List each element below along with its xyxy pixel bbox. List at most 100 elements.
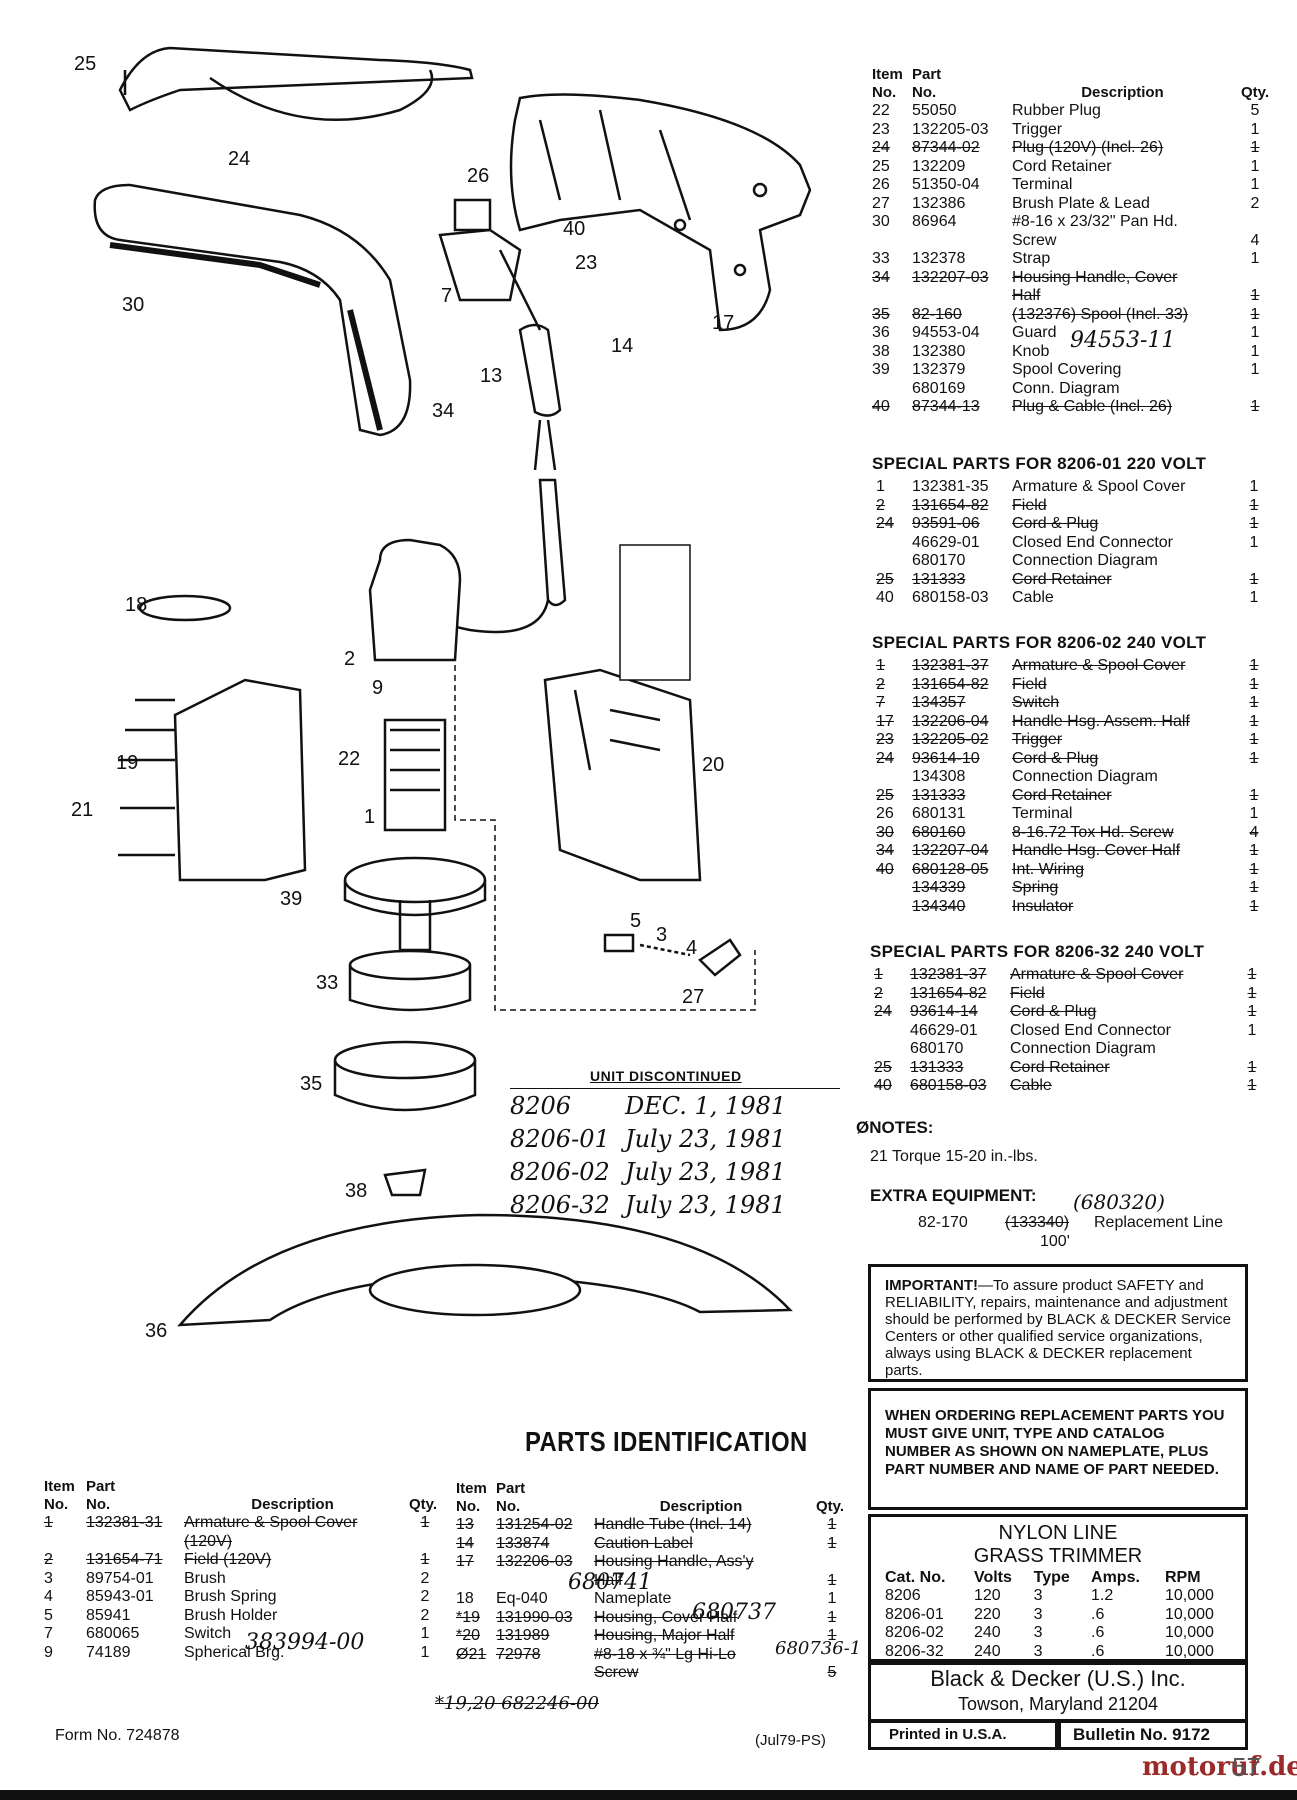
- callout-30: 30: [122, 294, 145, 316]
- item-no: 18: [456, 1590, 474, 1607]
- item-no: 5: [44, 1606, 53, 1624]
- part-no: [82, 1533, 180, 1552]
- product-cell: 8206-32: [885, 1642, 944, 1660]
- product-cell: 3: [1033, 1624, 1043, 1641]
- callout-23: 23: [575, 252, 598, 274]
- discontinued-date: July 23, 1981: [625, 1125, 786, 1153]
- form-number: Form No. 724878: [55, 1727, 180, 1744]
- quantity: 1: [1249, 675, 1259, 693]
- extra-part: 82-170: [918, 1214, 968, 1231]
- part-no: 89754-01: [86, 1569, 154, 1587]
- product-cell: 8206-02: [885, 1624, 944, 1641]
- callout-14: 14: [611, 335, 634, 357]
- callout-3: 3: [656, 924, 668, 946]
- section-title: SPECIAL PARTS FOR 8206-01 220 VOLT: [872, 454, 1207, 473]
- discontinued-date: DEC. 1, 1981: [625, 1092, 787, 1120]
- callout-2: 2: [344, 648, 356, 670]
- handle-handwritten: 680741: [568, 1570, 652, 1595]
- item-no: [870, 1022, 906, 1041]
- part-no: 680158-03: [910, 1077, 987, 1094]
- product-cell: 10,000: [1164, 1642, 1214, 1660]
- company-name: Black & Decker (U.S.) Inc.: [930, 1666, 1186, 1691]
- quantity: 1: [1249, 712, 1259, 730]
- quantity: 1: [1247, 984, 1257, 1002]
- callout-21: 21: [71, 799, 94, 821]
- quantity: 1: [827, 1627, 837, 1644]
- description: Plug & Cable (Incl. 26): [1012, 398, 1173, 415]
- part-no: 131654-82: [910, 984, 987, 1002]
- part-no: 132206-03: [496, 1553, 573, 1570]
- callout-25: 25: [74, 53, 97, 75]
- quantity: 1: [1247, 966, 1257, 983]
- item-no: 17: [876, 712, 894, 730]
- description: Cable: [1010, 1077, 1052, 1094]
- description: Handle Hsg. Assem. Half: [1012, 712, 1190, 730]
- quantity: [1236, 768, 1272, 787]
- quantity: 1: [1249, 496, 1259, 514]
- item-no: *19: [456, 1608, 481, 1626]
- part-no: 131654-71: [86, 1551, 163, 1568]
- product-col-header: Type: [1033, 1569, 1070, 1586]
- item-no: 36: [872, 324, 890, 341]
- discontinued-date: July 23, 1981: [625, 1191, 786, 1219]
- part-no: 85941: [86, 1606, 131, 1624]
- item-no: 40: [872, 398, 890, 415]
- part-no: 132379: [912, 361, 966, 378]
- part-no: 131333: [910, 1058, 964, 1076]
- item-no: [868, 287, 908, 306]
- quantity: 1: [827, 1571, 837, 1589]
- callout-35: 35: [300, 1073, 323, 1095]
- quantity: 1: [1247, 1003, 1257, 1020]
- item-no: 24: [876, 515, 894, 532]
- important-text: —To assure product SAFETY and RELIABILIT…: [885, 1277, 1231, 1379]
- item-no: 40: [876, 589, 894, 606]
- part-no: 86964: [912, 213, 957, 230]
- description: Cord Retainer: [1012, 157, 1112, 175]
- part-no: 680170: [912, 552, 966, 569]
- item-no: 25: [872, 157, 890, 175]
- description: Connection Diagram: [1010, 1040, 1156, 1057]
- callout-26: 26: [467, 165, 490, 187]
- item-no: [872, 552, 908, 571]
- part-no: 82-160: [912, 305, 962, 323]
- description: Brush Spring: [184, 1588, 277, 1605]
- callout-39: 39: [280, 888, 303, 910]
- quantity: 1: [1250, 120, 1260, 138]
- part-no: 133874: [496, 1534, 550, 1552]
- item-no: [872, 879, 908, 898]
- product-title1: NYLON LINE: [998, 1522, 1118, 1544]
- description: Spring: [1012, 879, 1059, 896]
- item-no: 39: [872, 361, 890, 378]
- quantity: 1: [1249, 749, 1259, 767]
- quantity: 1: [1249, 879, 1259, 896]
- quantity: [1236, 552, 1272, 571]
- description: Closed End Connector: [1012, 533, 1173, 551]
- part-no: 132381-37: [910, 966, 987, 983]
- item-no: [872, 534, 908, 553]
- description: Brush: [184, 1569, 226, 1587]
- quantity: 1: [1249, 478, 1259, 495]
- product-cell: 240: [973, 1642, 1001, 1660]
- discontinued-title: UNIT DISCONTINUED: [590, 1068, 742, 1084]
- quantity: 1: [1249, 515, 1259, 532]
- item-no: [868, 232, 908, 251]
- item-no: 26: [876, 805, 894, 822]
